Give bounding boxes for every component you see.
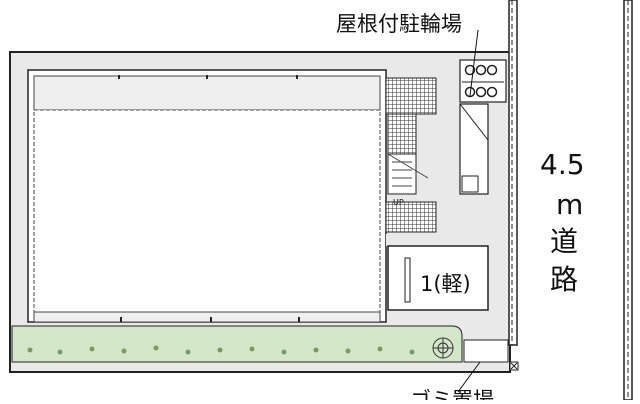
road-curb: [508, 0, 518, 346]
road-label-char-2: 路: [550, 263, 579, 296]
parking-space-label: 1(軽): [420, 272, 471, 296]
bicycle-rack: [459, 59, 507, 103]
building-inner: [33, 109, 381, 317]
stair-flight: [387, 153, 417, 195]
stair-landing-bottom: [385, 201, 437, 233]
tree: [432, 337, 454, 359]
stair-landing-top: [385, 77, 437, 115]
road-label-char-1: 道: [550, 225, 579, 258]
planting-strip: [11, 325, 463, 363]
road-unit-label: m: [556, 188, 584, 221]
stair-up-label: UP: [393, 198, 404, 207]
garbage-area-label: ゴミ置場: [410, 388, 494, 400]
road-width-label: 4.5: [540, 148, 585, 181]
bicycle-parking-label: 屋根付駐輪場: [336, 12, 462, 36]
